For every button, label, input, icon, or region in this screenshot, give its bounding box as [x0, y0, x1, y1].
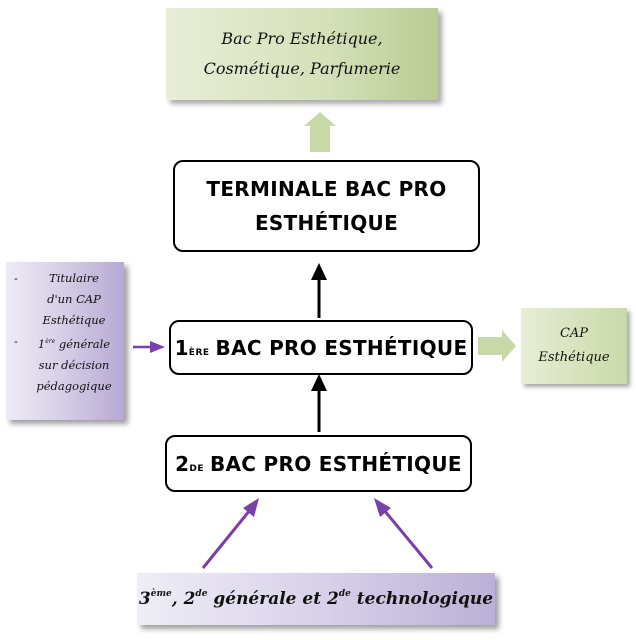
seconde-box: 2 DE BAC PRO ESTHÉTIQUE [165, 435, 472, 492]
condition-item-premiere: - 1ère générale sur décision pédagogique [14, 331, 118, 397]
condition-premiere-sup: ère [45, 338, 56, 345]
origin-p1: 3 [138, 589, 151, 609]
condition-premiere-line-2: sur décision [38, 358, 110, 372]
arrow-up-to-terminale [311, 263, 327, 318]
condition-item-cap: - Titulaire d'un CAP Esthétique [14, 268, 118, 331]
condition-premiere-line-3: pédagogique [36, 379, 112, 393]
bullet-dash: - [14, 334, 18, 348]
condition-text-premiere: 1ère générale sur décision pédagogique [30, 331, 118, 397]
premiere-text: BAC PRO ESTHÉTIQUE [215, 335, 468, 360]
condition-cap-line-1: Titulaire [49, 271, 99, 285]
condition-premiere-prefix: 1 [37, 337, 46, 351]
origin-s2: de [195, 589, 208, 599]
premiere-label: 1 ÈRE BAC PRO ESTHÉTIQUE [175, 336, 468, 360]
origin-p2: , 2 [171, 589, 196, 609]
origin-p3: générale et 2 [207, 589, 339, 609]
condition-cap-line-2: d'un CAP [47, 292, 101, 306]
origin-classes-box: 3ème, 2de générale et 2de technologique [137, 573, 495, 625]
origin-s1: ème [150, 589, 172, 599]
seconde-text: BAC PRO ESTHÉTIQUE [209, 451, 462, 476]
cap-esthetique-box: CAP Esthétique [521, 308, 627, 384]
arrow-up-green-top [304, 112, 336, 152]
seconde-prefix: 2 [175, 451, 190, 476]
condition-premiere-line-1: générale [58, 337, 111, 351]
condition-cap-line-3: Esthétique [42, 313, 106, 327]
seconde-sup: DE [189, 463, 204, 474]
terminale-line-2: ESTHÉTIQUE [254, 211, 399, 235]
arrow-right-green-cap [478, 330, 516, 362]
premiere-prefix: 1 [174, 335, 189, 360]
arrow-diagonal-purple-right [374, 498, 434, 569]
outcome-bac-pro-box: Bac Pro Esthétique, Cosmétique, Parfumer… [166, 8, 438, 100]
premiere-box: 1 ÈRE BAC PRO ESTHÉTIQUE [169, 320, 473, 375]
outcome-line-2: Cosmétique, Parfumerie [203, 59, 401, 78]
admission-conditions-box: - Titulaire d'un CAP Esthétique - 1ère g… [6, 262, 124, 420]
cap-line-2: Esthétique [538, 350, 610, 365]
bullet-dash: - [14, 271, 18, 285]
origin-p4: technologique [350, 589, 494, 609]
arrow-up-to-premiere [311, 374, 327, 432]
outcome-line-1: Bac Pro Esthétique, [221, 29, 383, 48]
arrow-diagonal-purple-left [201, 498, 259, 569]
terminale-box: TERMINALE BAC PRO ESTHÉTIQUE [173, 160, 480, 252]
origin-text: 3ème, 2de générale et 2de technologique [139, 589, 493, 609]
condition-text-cap: Titulaire d'un CAP Esthétique [30, 268, 118, 331]
seconde-label: 2 DE BAC PRO ESTHÉTIQUE [175, 452, 462, 476]
arrow-right-purple-left [133, 341, 165, 353]
premiere-sup: ÈRE [188, 347, 210, 358]
origin-s3: de [338, 589, 351, 599]
terminale-line-1: TERMINALE BAC PRO [206, 177, 447, 201]
cap-line-1: CAP [559, 326, 589, 341]
